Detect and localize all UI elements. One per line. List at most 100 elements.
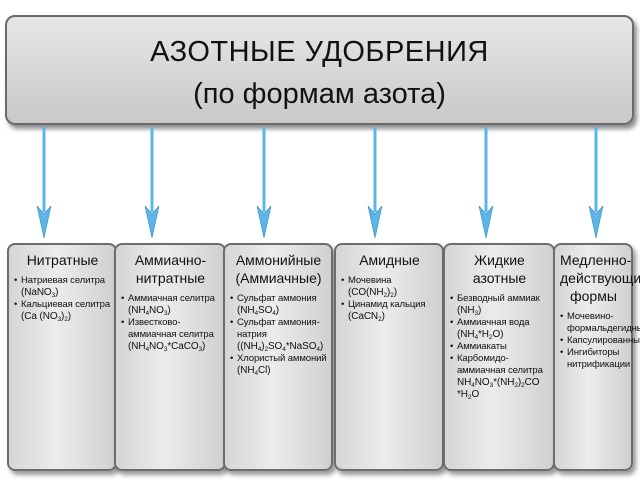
formula-part: (Ca (NO (21, 311, 58, 322)
formula-subscript: 2 (64, 316, 68, 323)
category-title-line: Аммиачно- (134, 252, 207, 268)
connector-arrow (144, 127, 160, 239)
formula-subscript: 4 (471, 382, 475, 389)
formula-part: NO (149, 341, 164, 352)
formula-part: O) (492, 329, 504, 340)
fertilizer-item: Ингибиторы нитрификации (560, 347, 631, 371)
fertilizer-item: Сульфат аммония(NH4SO4) (230, 293, 327, 317)
fertilizer-list: Мочевино-формальдегидныеКапсулированныеИ… (560, 311, 640, 371)
chemical-formula: (NH4NO3*CaCO3) (128, 341, 220, 353)
connector-arrow (478, 127, 494, 239)
formula-subscript: 4 (272, 310, 276, 317)
fertilizer-item: Цинамид кальция(CaCN2) (341, 299, 438, 323)
category-box: АмидныеМочевина(CO(NH2)2)Цинамид кальция… (334, 243, 444, 471)
fertilizer-name: Безводный аммиак (457, 293, 540, 304)
formula-part: *NaSO (285, 341, 317, 352)
chemical-formula: (NaNO3) (21, 287, 111, 299)
fertilizer-name: Карбомидо-аммиачная селитра (457, 353, 543, 376)
formula-part: (CaCN (348, 311, 379, 322)
formula-subscript: 2 (383, 292, 388, 299)
category-box: Жидкие азотныеБезводный аммиак(NH3)Аммиач… (443, 243, 555, 471)
formula-part: ) (55, 287, 59, 298)
chemical-formula: NH4NO3*(NH2)2CO *H2O (457, 377, 549, 401)
formula-part: ) (319, 341, 324, 352)
connector-arrow (256, 127, 272, 239)
fertilizer-item: Мочевина(CO(NH2)2) (341, 275, 438, 299)
formula-subscript: 2 (488, 334, 493, 341)
formula-part: Cl) (258, 365, 271, 376)
formula-part: (NH (128, 305, 146, 316)
category-title-line: Аммонийные (235, 252, 322, 268)
formula-part: *(NH (493, 377, 515, 388)
formula-subscript: 4 (254, 310, 258, 317)
fertilizer-name: Аммиачная селитра (128, 293, 215, 304)
formula-part: NO (149, 305, 164, 316)
formula-subscript: 3 (51, 292, 56, 299)
category-title-line: действующие (560, 270, 640, 286)
formula-subscript: 2 (521, 382, 525, 389)
fertilizer-item: Аммиакаты (450, 341, 549, 353)
fertilizer-item: Аммиачная вода(NH4*H2O) (450, 317, 549, 341)
category-title: Аммиачно-нитратные (121, 251, 220, 287)
chemical-formula: ((NH4)2SO4*NaSO4) (237, 341, 327, 353)
formula-subscript: 4 (145, 310, 149, 317)
fertilizer-name: Капсулированные (567, 335, 640, 346)
category-title-line: азотные (472, 270, 527, 286)
fertilizer-item: Натриевая селитра(NaNO3) (14, 275, 111, 299)
formula-part: (NH (128, 341, 146, 352)
connector-arrow (588, 127, 604, 239)
formula-subscript: 2 (514, 382, 518, 389)
fertilizer-list: Натриевая селитра(NaNO3)Кальциевая селит… (14, 275, 111, 323)
category-title-line: нитратные (135, 270, 206, 286)
category-box: Аммиачно-нитратныеАммиачная селитра(NH4N… (114, 243, 226, 471)
fertilizer-list: Сульфат аммония(NH4SO4)Сульфат аммония-н… (230, 293, 327, 377)
formula-subscript: 4 (316, 346, 320, 353)
formula-part: ) (393, 287, 398, 298)
chemical-formula: (CaCN2) (348, 311, 438, 323)
category-title: Аммонийные(Аммиачные) (230, 251, 327, 287)
formula-part: (NH (457, 305, 475, 316)
formula-part: ) (202, 341, 206, 352)
formula-subscript: 4 (257, 346, 262, 353)
formula-part: *CaCO (167, 341, 199, 352)
formula-part: ) (261, 341, 265, 352)
fertilizer-name: Кальциевая селитра (21, 299, 111, 310)
chemical-formula: (NH3) (457, 305, 549, 317)
formula-part: (CO(NH (348, 287, 384, 298)
formula-part: CO *H (457, 377, 540, 400)
fertilizer-item: Мочевино-формальдегидные (560, 311, 640, 335)
fertilizer-name: Сульфат аммония (237, 293, 317, 304)
formula-part: (NH (457, 329, 475, 340)
formula-subscript: 3 (198, 346, 203, 353)
formula-subscript: 2 (390, 292, 394, 299)
fertilizer-item: Безводный аммиак(NH3) (450, 293, 549, 317)
category-title-line: Амидные (359, 252, 420, 268)
formula-subscript: 3 (474, 310, 478, 317)
formula-subscript: 4 (474, 334, 478, 341)
chemical-formula: (NH4SO4) (237, 305, 327, 317)
category-title: Амидные (341, 251, 438, 269)
formula-subscript: 2 (467, 394, 472, 401)
formula-part: NO (474, 377, 490, 388)
formula-part: ) (167, 305, 171, 316)
category-box: НитратныеНатриевая селитра(NaNO3)Кальцие… (7, 243, 117, 471)
category-title-line: Жидкие (474, 252, 525, 268)
category-title: Нитратные (14, 251, 111, 269)
formula-part: NH (457, 377, 472, 388)
fertilizer-name: Сульфат аммония-натрия (237, 317, 320, 340)
fertilizer-name: Ингибиторы нитрификации (567, 347, 631, 370)
fertilizer-item: Известково-аммиачная селитра(NH4NO3*CaCO… (121, 317, 220, 353)
chemical-formula: (NH4*H2O) (457, 329, 549, 341)
chemical-formula: (CO(NH2)2) (348, 287, 438, 299)
fertilizer-item: Хлористый аммоний(NH4Cl) (230, 353, 327, 377)
fertilizer-item: Капсулированные (560, 335, 640, 347)
chemical-formula: (NH4Cl) (237, 365, 327, 377)
fertilizer-name: Аммиакаты (457, 341, 507, 352)
formula-subscript: 4 (145, 346, 149, 353)
formula-part: SO (267, 341, 283, 352)
formula-subscript: 3 (163, 310, 168, 317)
formula-subscript: 3 (489, 382, 494, 389)
fertilizer-name: Хлористый аммоний (237, 353, 327, 364)
formula-subscript: 4 (254, 370, 258, 377)
